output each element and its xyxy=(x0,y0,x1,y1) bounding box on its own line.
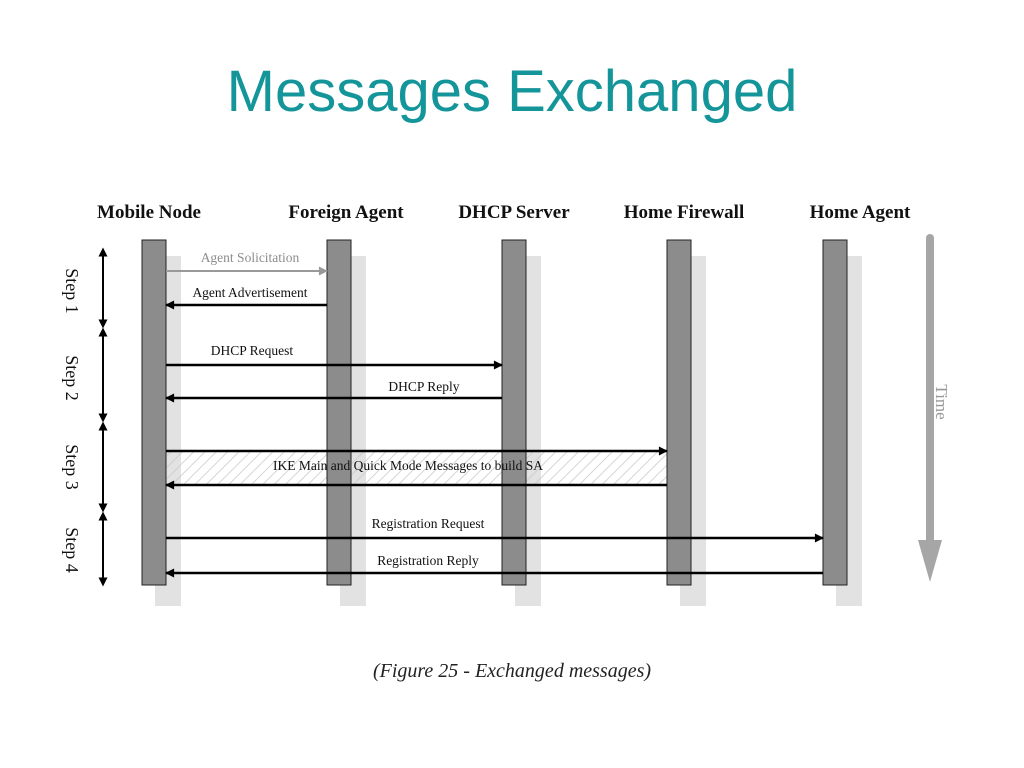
step-4-label: Step 4 xyxy=(62,527,82,573)
lifeline-home-agent xyxy=(822,239,848,586)
lifeline-mobile-node xyxy=(141,239,167,586)
message-label-registration-reply: Registration Reply xyxy=(377,553,479,568)
lifeline-dhcp-server xyxy=(501,239,527,586)
message-label-ike: IKE Main and Quick Mode Messages to buil… xyxy=(273,458,543,473)
time-axis-label: Time xyxy=(932,384,951,419)
message-label-dhcp-reply: DHCP Reply xyxy=(388,379,459,394)
slide-title: Messages Exchanged xyxy=(226,59,798,124)
step-3-label: Step 3 xyxy=(62,444,82,490)
time-arrow-shaft xyxy=(926,234,934,544)
actor-label-mobile-node: Mobile Node xyxy=(97,202,201,223)
actor-label-dhcp-server: DHCP Server xyxy=(458,202,570,223)
lifeline-home-firewall xyxy=(666,239,692,586)
figure-caption: (Figure 25 - Exchanged messages) xyxy=(372,660,652,682)
actor-label-home-firewall: Home Firewall xyxy=(624,202,744,223)
lifeline-foreign-agent xyxy=(326,239,352,586)
actor-label-home-agent: Home Agent xyxy=(810,202,911,223)
ike-exchange-region xyxy=(167,451,667,485)
step-2-label: Step 2 xyxy=(62,355,82,401)
time-arrow-head xyxy=(918,540,942,582)
step-1-label: Step 1 xyxy=(62,268,82,314)
actor-label-foreign-agent: Foreign Agent xyxy=(288,202,404,223)
message-label-registration-request: Registration Request xyxy=(372,516,485,531)
message-label-dhcp-request: DHCP Request xyxy=(211,343,294,358)
message-label-agent-solicitation: Agent Solicitation xyxy=(201,250,300,265)
message-label-agent-advertisement: Agent Advertisement xyxy=(192,285,307,300)
